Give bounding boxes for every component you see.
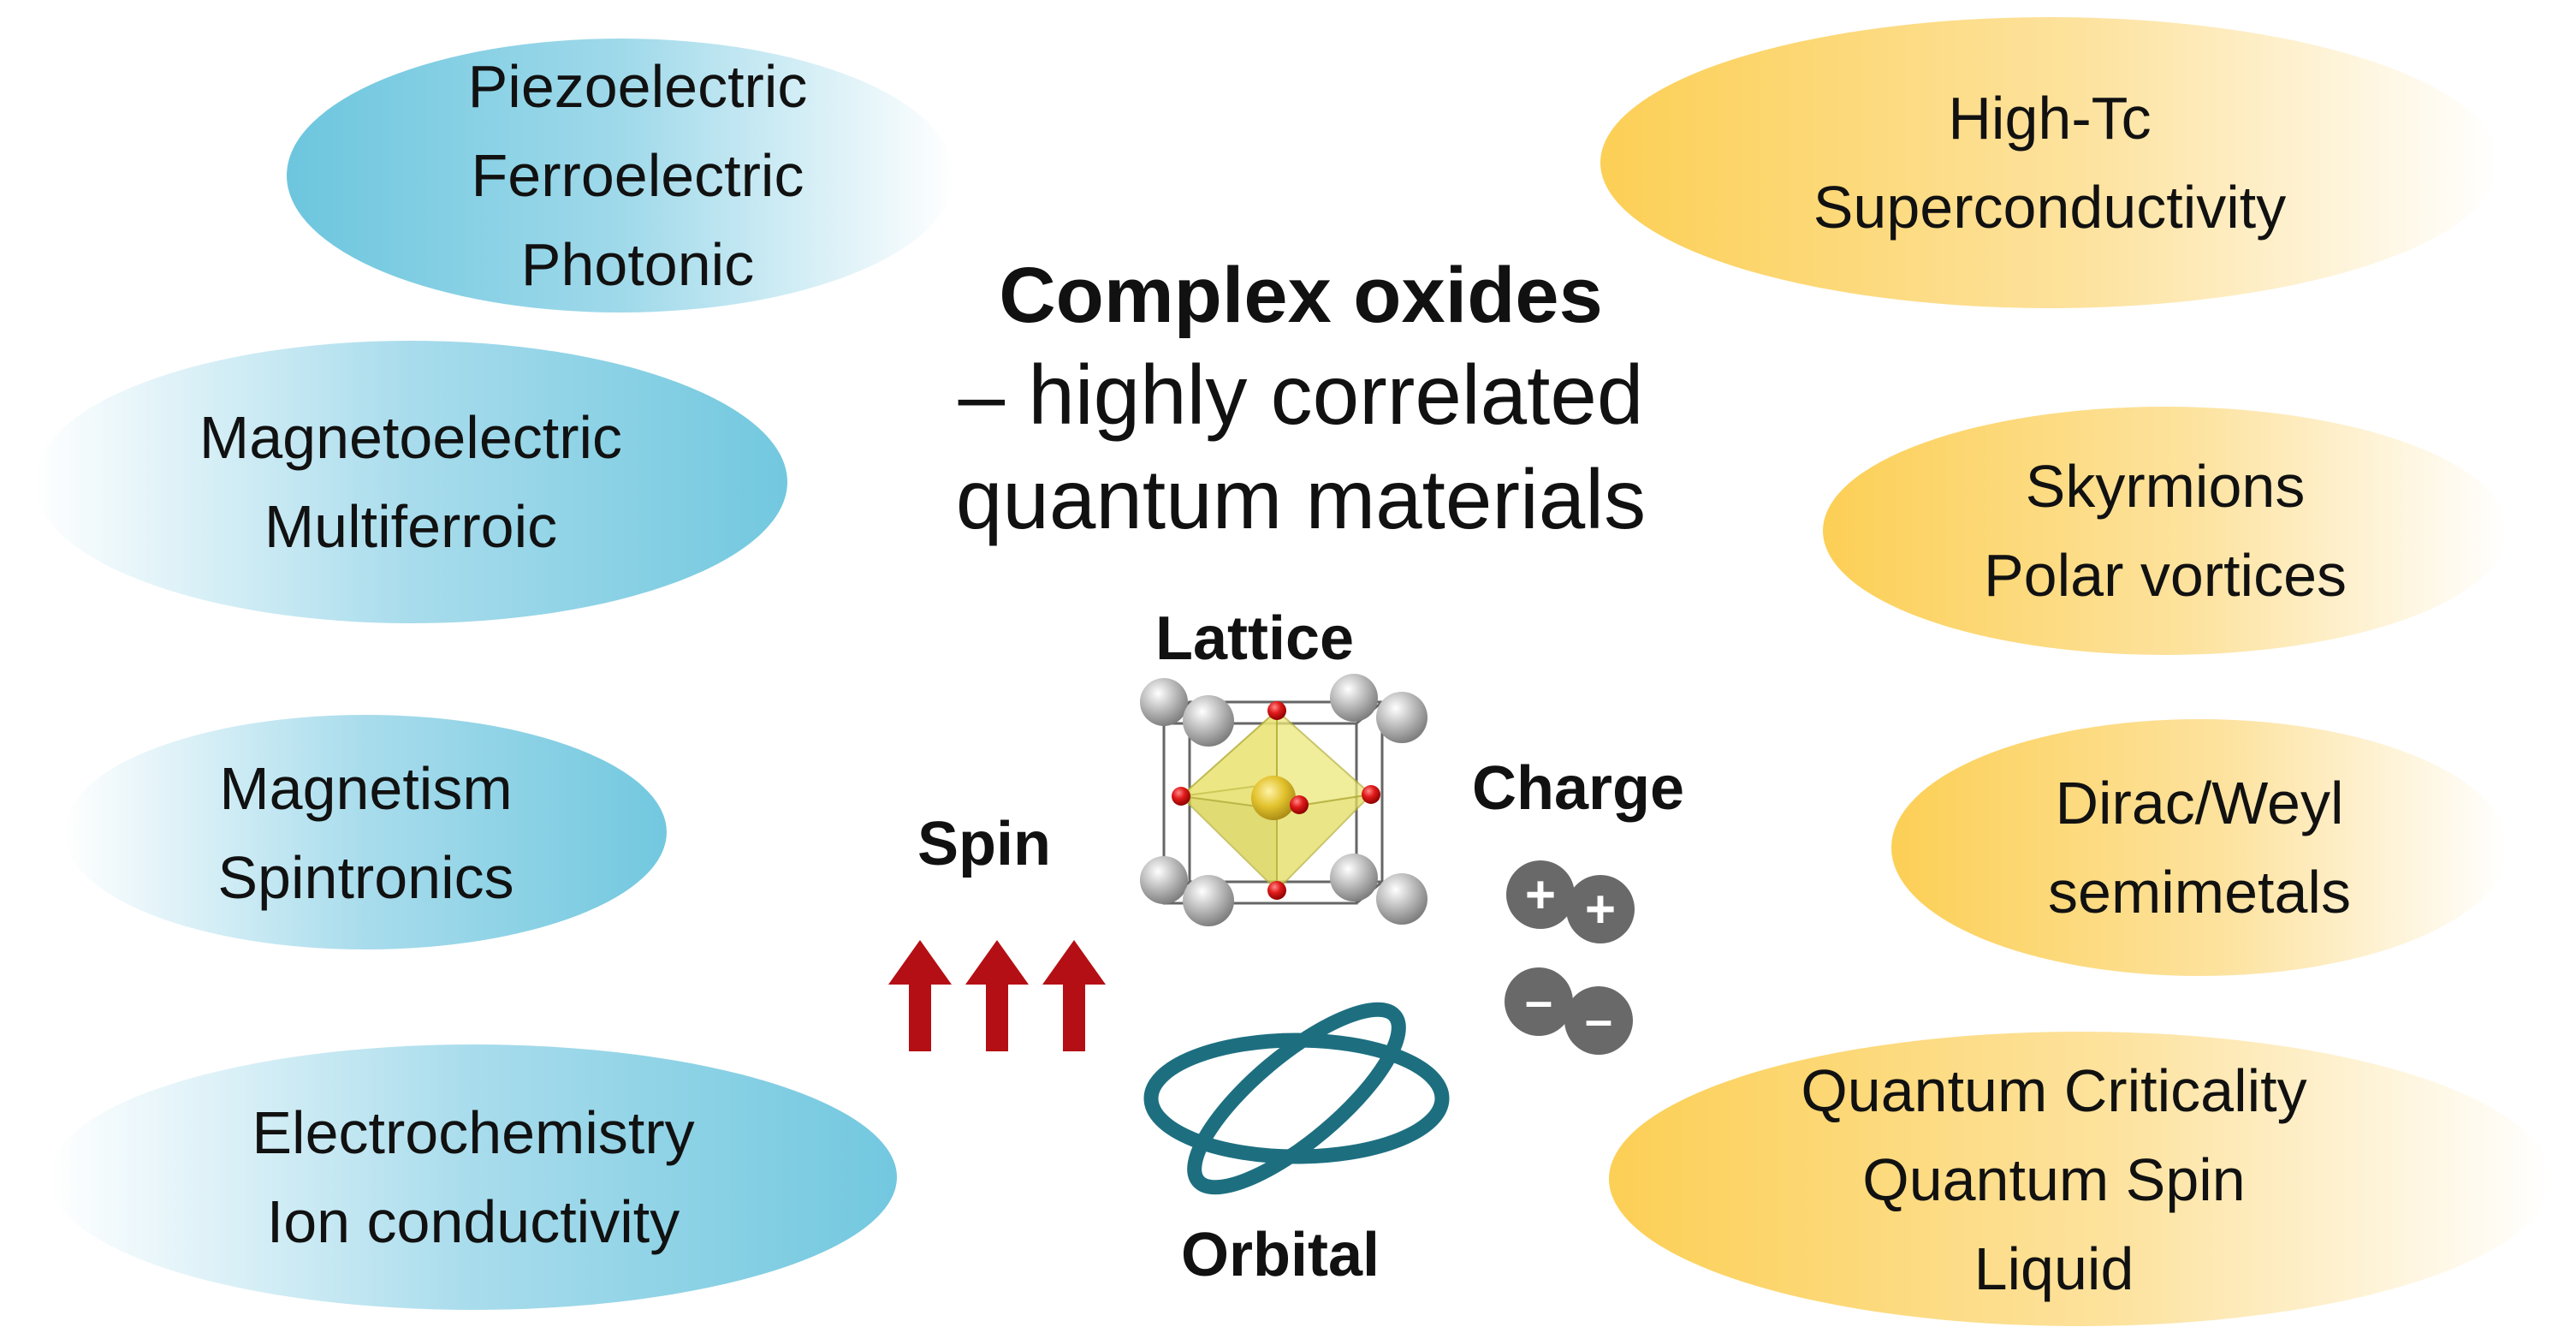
bubble-text: Quantum Criticality Quantum Spin Liquid — [1609, 1032, 2550, 1327]
orbital-label: Orbital — [1181, 1221, 1380, 1289]
corner-atoms — [1140, 674, 1427, 926]
orbital-icon — [1143, 1002, 1450, 1195]
bubble-shape — [287, 39, 954, 312]
bubble-line: Photonic — [520, 231, 755, 298]
bubble-text: Piezoelectric Ferroelectric Photonic — [287, 39, 954, 312]
b-site-atom-icon — [1251, 776, 1296, 820]
bubble-piezoelectric: Piezoelectric Ferroelectric Photonic — [287, 39, 954, 312]
oxygen-atoms — [1172, 701, 1380, 900]
plus-symbol: + — [1585, 880, 1616, 939]
bubble-dirac-weyl: Dirac/Weyl semimetals — [1891, 719, 2508, 976]
perovskite-lattice-icon — [1140, 674, 1427, 926]
minus-symbol: – — [1585, 992, 1612, 1048]
charge-label: Charge — [1472, 754, 1685, 823]
bubble-high-tc: High-Tc Superconductivity — [1600, 17, 2499, 308]
bubble-line: Ferroelectric — [471, 142, 804, 209]
bubble-shape — [1609, 1032, 2550, 1326]
bubble-shape — [50, 1044, 897, 1310]
bubble-line: Electrochemistry — [252, 1099, 695, 1166]
bubble-line: Dirac/Weyl — [2055, 770, 2344, 836]
bubble-line: Quantum Spin — [1862, 1146, 2246, 1213]
title-line-1: Complex oxides — [999, 252, 1603, 339]
title-line-2: – highly correlated — [958, 348, 1644, 442]
bubble-shape — [1823, 407, 2508, 655]
bubble-line: Multiferroic — [264, 493, 558, 560]
bubble-shape — [34, 341, 787, 623]
bubble-line: Quantum Criticality — [1801, 1056, 2307, 1124]
bubble-line: Spintronics — [217, 843, 514, 911]
bubble-text: High-Tc Superconductivity — [1600, 17, 2499, 308]
page-title: Complex oxides – highly correlated quant… — [822, 248, 1780, 551]
bubble-text: Dirac/Weyl semimetals — [1891, 719, 2508, 976]
bubble-shape — [1600, 17, 2499, 308]
bubble-line: Superconductivity — [1813, 174, 2287, 241]
title-line-3: quantum materials — [955, 452, 1647, 546]
bubble-skyrmions: Skyrmions Polar vortices — [1823, 407, 2508, 655]
minus-symbol: – — [1525, 973, 1552, 1029]
spin-label: Spin — [917, 810, 1051, 878]
bubble-text: Skyrmions Polar vortices — [1823, 407, 2508, 655]
plus-symbol: + — [1525, 866, 1556, 925]
bubble-magnetism: Magnetism Spintronics — [64, 715, 668, 950]
charge-icon: + + – – — [1505, 860, 1635, 1055]
spin-arrows-icon — [888, 940, 1106, 1051]
bubble-shape — [64, 715, 667, 949]
bubble-shape — [1891, 719, 2508, 976]
bubble-line: Polar vortices — [1983, 542, 2347, 609]
lattice-label: Lattice — [1155, 604, 1355, 673]
bubble-line: Ion conductivity — [266, 1188, 680, 1255]
bubble-line: Magnetoelectric — [199, 404, 623, 471]
bubble-line: Skyrmions — [2025, 453, 2306, 520]
bubble-line: High-Tc — [1948, 85, 2152, 152]
bubble-quantum-criticality: Quantum Criticality Quantum Spin Liquid — [1609, 1032, 2550, 1327]
bubble-line: semimetals — [2048, 859, 2351, 925]
bubble-line: Magnetism — [219, 754, 513, 822]
bubble-line: Piezoelectric — [467, 53, 808, 120]
bubble-text: Electrochemistry Ion conductivity — [50, 1044, 897, 1310]
bubble-magnetoelectric: Magnetoelectric Multiferroic — [34, 341, 787, 623]
bubble-line: Liquid — [1974, 1235, 2134, 1302]
bubble-text: Magnetoelectric Multiferroic — [34, 341, 787, 623]
bubble-electrochemistry: Electrochemistry Ion conductivity — [50, 1044, 897, 1310]
bubble-text: Magnetism Spintronics — [64, 715, 668, 950]
